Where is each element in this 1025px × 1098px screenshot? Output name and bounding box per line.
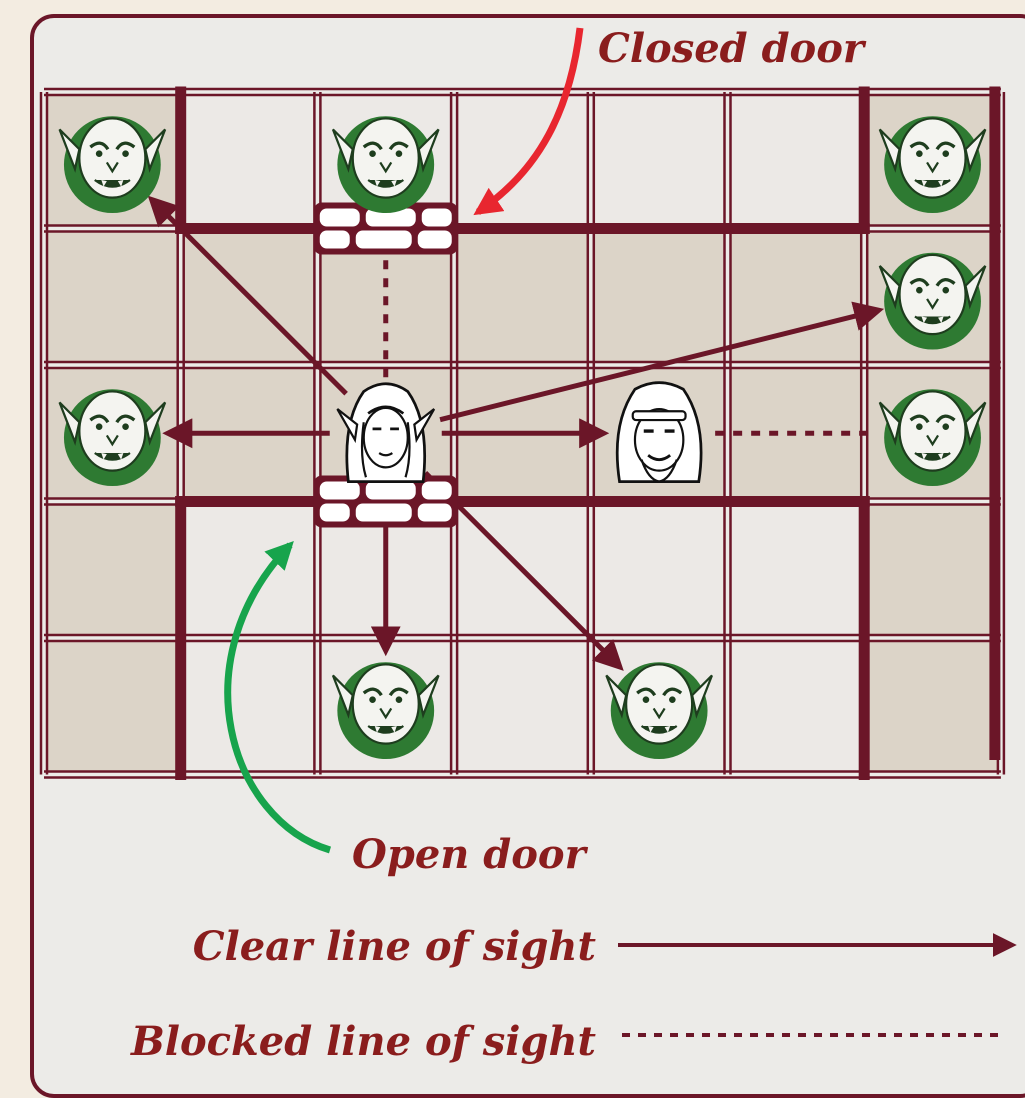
board-cell <box>458 642 587 771</box>
door-stone <box>356 504 412 522</box>
open-door <box>314 476 458 528</box>
door-stone <box>320 209 360 227</box>
barbarian-hero-token <box>617 383 701 482</box>
board-cell <box>868 642 997 771</box>
board-cell <box>732 642 861 771</box>
door-stone <box>418 504 452 522</box>
door-stone <box>356 231 412 249</box>
board-cell <box>48 233 177 362</box>
closed-door-label: Closed door <box>598 25 867 72</box>
board-cell <box>185 642 314 771</box>
door-stone <box>422 209 452 227</box>
door-stone <box>418 231 452 249</box>
door-stone <box>366 482 416 500</box>
door-stone <box>422 482 452 500</box>
board-cell <box>868 506 997 635</box>
door-stone <box>320 482 360 500</box>
open-door-label: Open door <box>352 831 589 878</box>
board-cell <box>595 96 724 225</box>
board-cell <box>595 233 724 362</box>
board-cell <box>732 96 861 225</box>
board-cell <box>458 96 587 225</box>
legend-blocked-label: Blocked line of sight <box>130 1018 597 1065</box>
door-stone <box>320 504 350 522</box>
board-cell <box>185 506 314 635</box>
board-cell <box>185 96 314 225</box>
board-cell <box>48 642 177 771</box>
board-cell <box>732 506 861 635</box>
board-cell <box>458 233 587 362</box>
board-cell <box>595 506 724 635</box>
legend-clear-label: Clear line of sight <box>193 923 597 970</box>
door-stone <box>320 231 350 249</box>
board-cell <box>48 506 177 635</box>
